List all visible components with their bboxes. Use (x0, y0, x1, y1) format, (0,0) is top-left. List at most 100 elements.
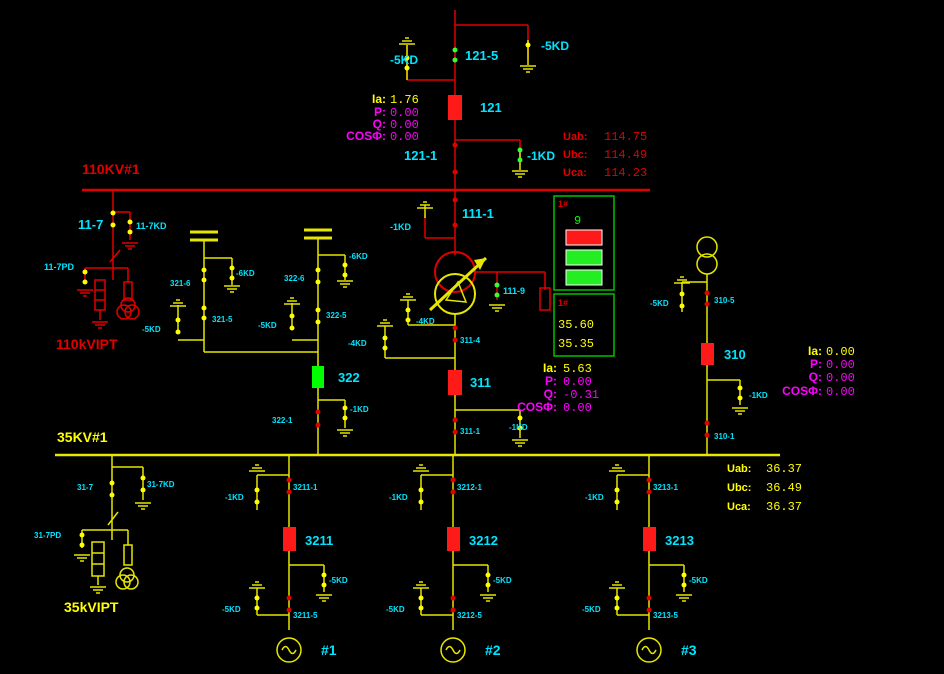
ground-icon (412, 464, 430, 472)
label-ground-low: -5KD (386, 605, 405, 614)
switch-contact[interactable] (254, 605, 260, 611)
m311-ia: 5.63 (563, 362, 592, 376)
switch-contact[interactable] (450, 477, 456, 483)
label-311: 311 (470, 375, 491, 390)
breaker-322[interactable] (312, 366, 324, 388)
m121-q-label: Q: (373, 117, 386, 131)
switch-contact[interactable] (321, 582, 327, 588)
m311-cos-label: COSΦ: (517, 400, 557, 414)
label-gnd-321-5: -5KD (142, 325, 161, 334)
label-generator: #2 (485, 642, 501, 658)
label-121: 121 (480, 100, 502, 115)
hv-uca: 114.23 (604, 166, 647, 180)
switch-contact[interactable] (254, 487, 260, 493)
switch-contact[interactable] (485, 582, 491, 588)
switch-contact[interactable] (485, 572, 491, 578)
line-121 (406, 10, 529, 190)
switch-contact[interactable] (450, 607, 456, 613)
label-breaker: 3211 (305, 533, 333, 548)
label-gnd-311-4b: -4KD (348, 339, 367, 348)
label-322-6: 322-6 (284, 274, 305, 283)
switch-contact[interactable] (286, 595, 292, 601)
label-switch-bottom: 3212-5 (457, 611, 482, 620)
switch-contact[interactable] (254, 595, 260, 601)
switch-contact[interactable] (321, 572, 327, 578)
label-generator: #1 (321, 642, 337, 658)
temp-value-1: 35.60 (558, 318, 594, 332)
label-321-5: 321-5 (212, 315, 233, 324)
breaker-121[interactable] (448, 95, 462, 120)
mv-uab-label: Uab: (727, 463, 751, 475)
m310-cos: 0.00 (826, 385, 855, 399)
switch-contact[interactable] (646, 595, 652, 601)
label-gnd-121-1: -1KD (527, 149, 555, 163)
label-310-1: 310-1 (714, 432, 735, 441)
label-ground-low: -5KD (222, 605, 241, 614)
main-transformer[interactable] (428, 251, 488, 315)
tap-panel-title: 1# (558, 199, 568, 209)
tap-raise-button[interactable] (565, 229, 603, 246)
switch-contact[interactable] (614, 595, 620, 601)
m311-q: -0.31 (563, 388, 599, 402)
label-311-4: 311-4 (460, 336, 481, 345)
cap-feeders (177, 228, 346, 455)
generator-icon[interactable] (636, 637, 662, 663)
hv-uab: 114.75 (604, 130, 647, 144)
switch-contact[interactable] (646, 607, 652, 613)
generator-icon[interactable] (440, 637, 466, 663)
ground-icon (315, 594, 333, 602)
breaker-3213[interactable] (643, 527, 656, 551)
m311-p-label: P: (545, 374, 557, 388)
switch-contact[interactable] (646, 489, 652, 495)
switch-contact[interactable] (614, 487, 620, 493)
hv-uca-label: Uca: (563, 167, 587, 179)
label-321-6: 321-6 (170, 279, 191, 288)
switch-contact[interactable] (450, 489, 456, 495)
label-gnd-310-1: -1KD (749, 391, 768, 400)
label-322-1: 322-1 (272, 416, 293, 425)
breaker-3212[interactable] (447, 527, 460, 551)
mv-uab: 36.37 (766, 462, 802, 476)
tap-stop-button[interactable] (565, 249, 603, 266)
ground-icon (608, 464, 626, 472)
switch-contact[interactable] (286, 477, 292, 483)
breaker-310[interactable] (701, 343, 714, 365)
switch-contact[interactable] (418, 499, 424, 505)
m121-p: 0.00 (390, 106, 419, 120)
label-110kv-pt: 110kVIPT (56, 336, 118, 352)
breaker-3211[interactable] (283, 527, 296, 551)
label-ground-low: -5KD (582, 605, 601, 614)
transformer-tap-panel[interactable]: 1# 9 (553, 195, 615, 291)
breaker-311[interactable] (448, 370, 462, 395)
m310-p-label: P: (810, 357, 822, 371)
switch-contact[interactable] (418, 487, 424, 493)
label-switch-top: 3211-1 (293, 483, 318, 492)
sine-icon (641, 645, 657, 655)
label-gnd-111-1: -1KD (390, 222, 412, 232)
m310-cos-label: COSΦ: (782, 384, 822, 398)
label-31-7: 31-7 (77, 483, 94, 492)
switch-contact[interactable] (646, 477, 652, 483)
switch-contact[interactable] (681, 582, 687, 588)
ground-icon (608, 581, 626, 589)
m121-cos: 0.00 (390, 130, 419, 144)
switch-contact[interactable] (614, 605, 620, 611)
label-111-1: 111-1 (462, 206, 494, 221)
tap-lower-button[interactable] (565, 269, 603, 286)
label-ground-top: -1KD (225, 493, 244, 502)
switch-contact[interactable] (286, 607, 292, 613)
switch-contact[interactable] (254, 499, 260, 505)
label-322-5: 322-5 (326, 311, 347, 320)
m121-q: 0.00 (390, 118, 419, 132)
generator-icon[interactable] (276, 637, 302, 663)
label-31-7kd: 31-7KD (147, 480, 175, 489)
switch-contact[interactable] (418, 595, 424, 601)
switch-contact[interactable] (614, 499, 620, 505)
switch-contact[interactable] (286, 489, 292, 495)
label-gnd-311-4a: -4KD (416, 317, 435, 326)
mv-ubc-label: Ubc: (727, 482, 751, 494)
switch-contact[interactable] (418, 605, 424, 611)
sine-icon (445, 645, 461, 655)
switch-contact[interactable] (681, 572, 687, 578)
switch-contact[interactable] (450, 595, 456, 601)
